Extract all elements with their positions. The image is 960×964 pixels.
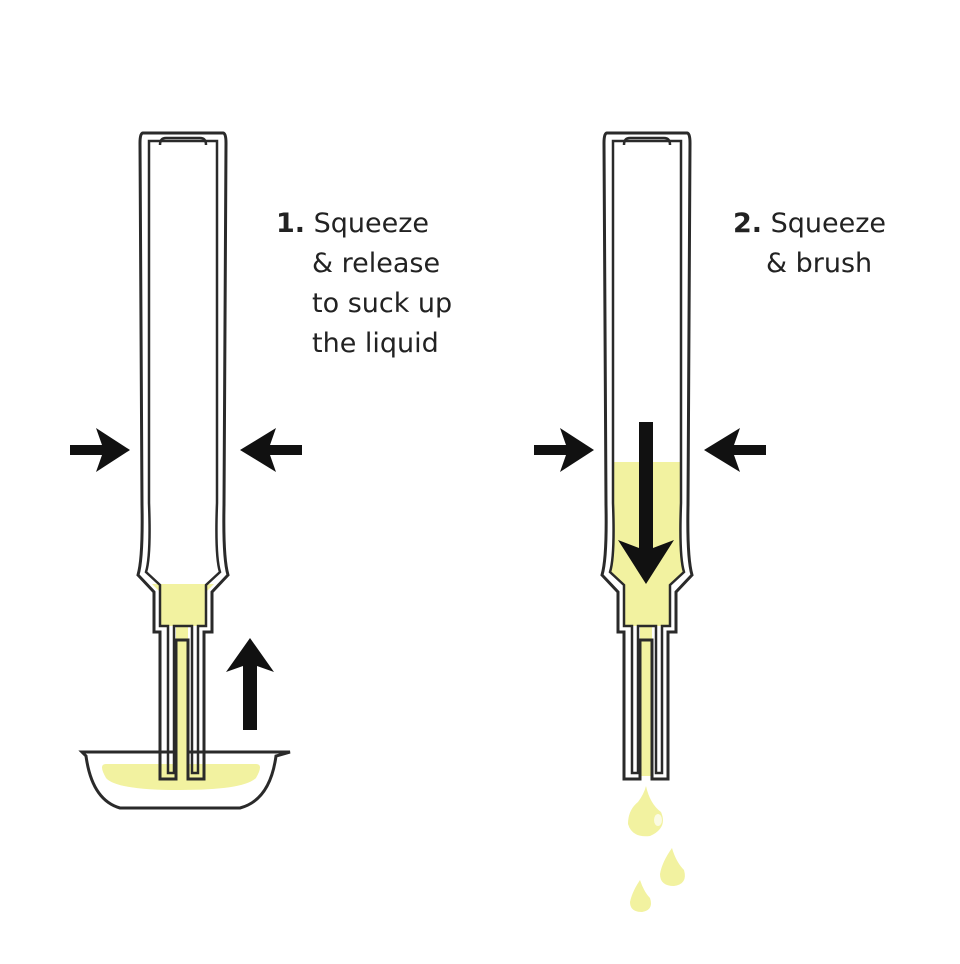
step2-instruction: 2. Squeeze & brush: [733, 204, 886, 284]
step2-number: 2.: [733, 208, 763, 239]
step2-text-line-2: & brush: [766, 248, 873, 279]
bowl-liquid: [102, 764, 260, 790]
drop-large: [628, 786, 663, 837]
brush-liquid-channel: [176, 626, 188, 776]
liquid-drops: [628, 786, 685, 912]
drop-medium: [660, 848, 685, 886]
step1-text-line-2: & release: [312, 248, 441, 279]
brush-cap-slot: [622, 136, 672, 146]
step1-text-line-1: Squeeze: [313, 208, 430, 239]
step1-number: 1.: [276, 208, 306, 239]
squeeze-right-arrow-icon: [240, 428, 302, 472]
liquid-bowl: [78, 750, 291, 810]
squeeze-left-arrow-icon: [534, 428, 594, 472]
drop-highlight: [654, 814, 662, 826]
step1-text-line-4: the liquid: [312, 328, 439, 359]
pastry-brush-step1: [136, 131, 230, 781]
step1-text-line-3: to suck up: [312, 288, 453, 319]
suction-up-arrow-icon: [226, 638, 274, 730]
brush-liquid-channel: [640, 626, 652, 776]
brush-liquid-pool: [152, 584, 214, 626]
brush-cap-slot: [158, 136, 208, 146]
step1-instruction: 1. Squeeze & release to suck up the liqu…: [276, 204, 452, 364]
drop-small: [630, 880, 651, 912]
step2-line-1: 2. Squeeze: [733, 204, 886, 244]
step1-line-1: 1. Squeeze: [276, 204, 452, 244]
step2-text-line-1: Squeeze: [770, 208, 887, 239]
squeeze-right-arrow-icon: [704, 428, 766, 472]
push-down-arrow-icon: [618, 422, 674, 584]
step2-illustration: [534, 131, 766, 912]
squeeze-left-arrow-icon: [70, 428, 130, 472]
step1-illustration: [70, 131, 302, 810]
